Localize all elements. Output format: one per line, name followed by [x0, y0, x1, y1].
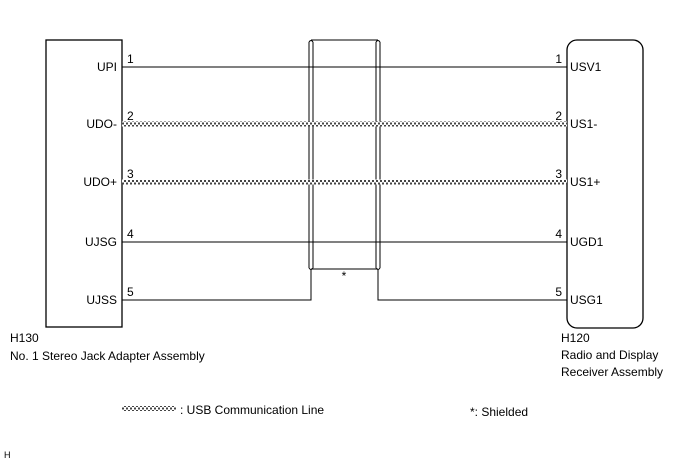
right-pin-number: 3	[555, 167, 562, 181]
left-pin-number: 1	[127, 52, 134, 66]
left-pin-name: UJSG	[85, 235, 117, 249]
right-component-name-line2: Receiver Assembly	[561, 365, 663, 379]
left-pin-name: UDO+	[83, 175, 117, 189]
left-connector-box	[45, 39, 123, 328]
left-pin-number: 4	[127, 227, 134, 241]
left-pin-name: UPI	[97, 60, 117, 74]
left-pin-number: 5	[127, 285, 134, 299]
right-pin-name: USG1	[570, 293, 603, 307]
right-component-name-line1: Radio and Display	[561, 348, 658, 362]
footer-letter: H	[4, 450, 11, 460]
right-pin-name: US1+	[570, 175, 600, 189]
right-pin-name: USV1	[570, 60, 602, 74]
left-pin-name: UJSS	[86, 293, 117, 307]
right-pin-number: 1	[555, 52, 562, 66]
right-component-code: H120	[561, 331, 590, 345]
shield-mark: *	[342, 269, 347, 283]
shielded-legend-label: *: Shielded	[470, 405, 528, 419]
shield-sleeve	[308, 39, 381, 270]
wire-usb	[122, 179, 567, 185]
left-pin-name: UDO-	[86, 117, 117, 131]
left-pin-number: 3	[127, 167, 134, 181]
left-pin-number: 2	[127, 109, 134, 123]
left-component-code: H130	[10, 331, 39, 345]
wire-shield-drain	[122, 269, 312, 301]
usb-line-legend-swatch	[122, 406, 176, 411]
wire-shield-drain	[377, 269, 567, 301]
usb-line-legend-label: : USB Communication Line	[180, 403, 324, 417]
right-pin-number: 5	[555, 285, 562, 299]
right-pin-number: 2	[555, 109, 562, 123]
right-pin-number: 4	[555, 227, 562, 241]
left-component-name: No. 1 Stereo Jack Adapter Assembly	[10, 349, 205, 363]
right-pin-name: US1-	[570, 117, 597, 131]
right-pin-name: UGD1	[570, 235, 604, 249]
wire-usb	[122, 121, 567, 127]
